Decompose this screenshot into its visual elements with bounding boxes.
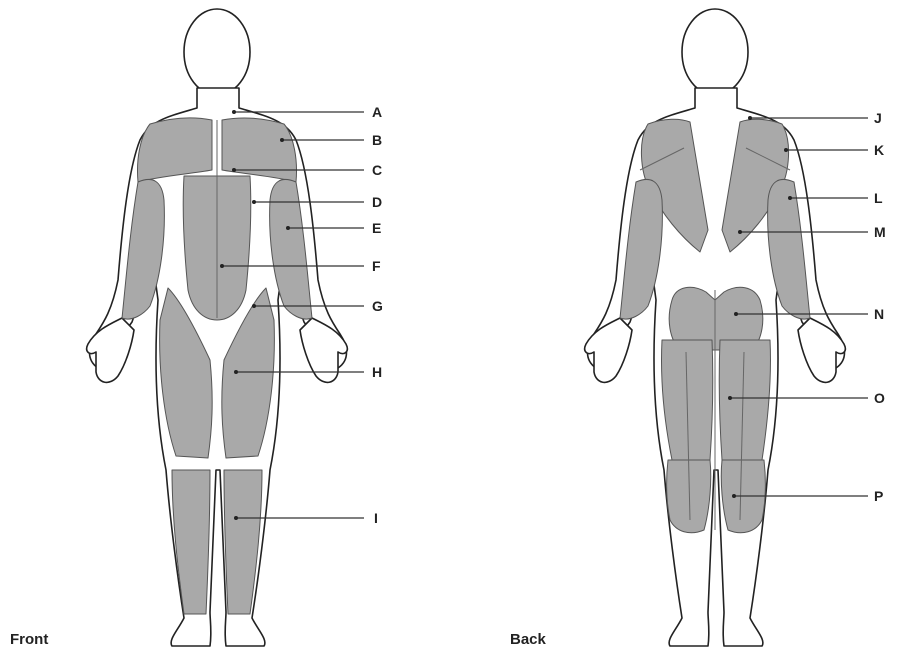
back-view-title: Back	[510, 631, 547, 648]
front-view-title: Front	[10, 631, 48, 648]
callout-d: D	[372, 194, 382, 210]
back-left-hand	[585, 318, 632, 382]
callout-m: M	[874, 224, 886, 240]
callout-f: F	[372, 258, 381, 274]
callout-b: B	[372, 132, 382, 148]
callout-p: P	[874, 488, 883, 504]
back-body-figure	[585, 9, 846, 646]
front-callout-labels: A B C D E F G H I	[372, 104, 383, 526]
back-right-hand	[798, 318, 845, 382]
callout-o: O	[874, 390, 885, 406]
callout-e: E	[372, 220, 381, 236]
callout-g: G	[372, 298, 383, 314]
front-head	[184, 9, 250, 95]
callout-i: I	[374, 510, 378, 526]
front-body-figure	[87, 9, 348, 646]
front-left-shin	[172, 470, 210, 614]
callout-l: L	[874, 190, 883, 206]
front-left-hand	[87, 318, 134, 382]
callout-c: C	[372, 162, 382, 178]
back-body-outline	[588, 88, 845, 646]
callout-j: J	[874, 110, 882, 126]
back-head	[682, 9, 748, 95]
callout-k: K	[874, 142, 884, 158]
back-right-hamstring	[719, 340, 770, 460]
back-callout-labels: J K L M N O P	[874, 110, 886, 504]
callout-n: N	[874, 306, 884, 322]
callout-a: A	[372, 104, 382, 120]
front-right-hand	[300, 318, 347, 382]
callout-h: H	[372, 364, 382, 380]
front-body-outline	[90, 88, 347, 646]
